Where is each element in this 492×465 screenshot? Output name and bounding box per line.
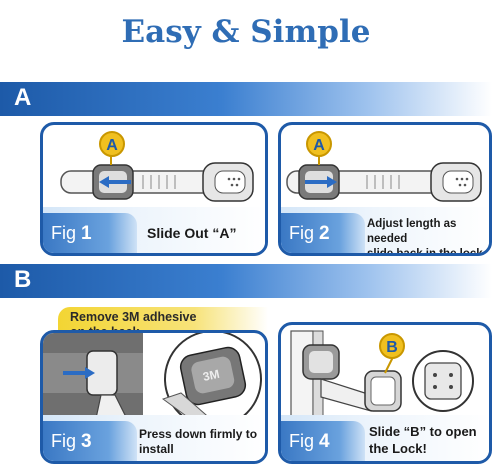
section-letter-a: A	[14, 84, 32, 111]
fig-1-caption: Slide Out “A”	[147, 225, 237, 241]
callout-a-badge: A	[306, 131, 332, 157]
fig-4-caption: Slide “B” to open the Lock!	[369, 424, 477, 456]
fig-1-panel: A Fig 1 Slide Out “A”	[40, 122, 268, 256]
page-title: Easy & Simple	[121, 14, 371, 50]
callout-a-badge: A	[99, 131, 125, 157]
strap-lock-illustration	[60, 155, 254, 202]
fig-3-panel: 3M Fig 3 Press down firmly to install	[40, 330, 268, 464]
section-band-a	[0, 82, 492, 116]
unlock-illustration	[290, 330, 474, 421]
section-letter-b: B	[14, 266, 32, 293]
fig-2-caption: Adjust length as needed slide back in th…	[367, 218, 483, 256]
fig-1-tag: Fig 1	[43, 213, 137, 253]
strap-lock-illustration	[286, 155, 482, 202]
section-band-b	[0, 264, 492, 298]
3m-label: 3M	[202, 367, 221, 384]
fig-4-tag: Fig 4	[281, 421, 365, 461]
fig-2-tag: Fig 2	[281, 213, 365, 253]
callout-b-badge: B	[379, 333, 405, 359]
adhesive-install-illustration: 3M	[43, 333, 262, 423]
fig-3-caption: Press down firmly to install	[139, 427, 258, 456]
fig-2-panel: A Fig 2 Adjust length as needed slide ba…	[278, 122, 492, 256]
fig-3-tag: Fig 3	[43, 421, 137, 461]
adhesive-note-line: Remove 3M adhesive	[70, 310, 197, 324]
fig-4-panel: B Fig 4 Slide “B” to open the Lock!	[278, 322, 492, 464]
